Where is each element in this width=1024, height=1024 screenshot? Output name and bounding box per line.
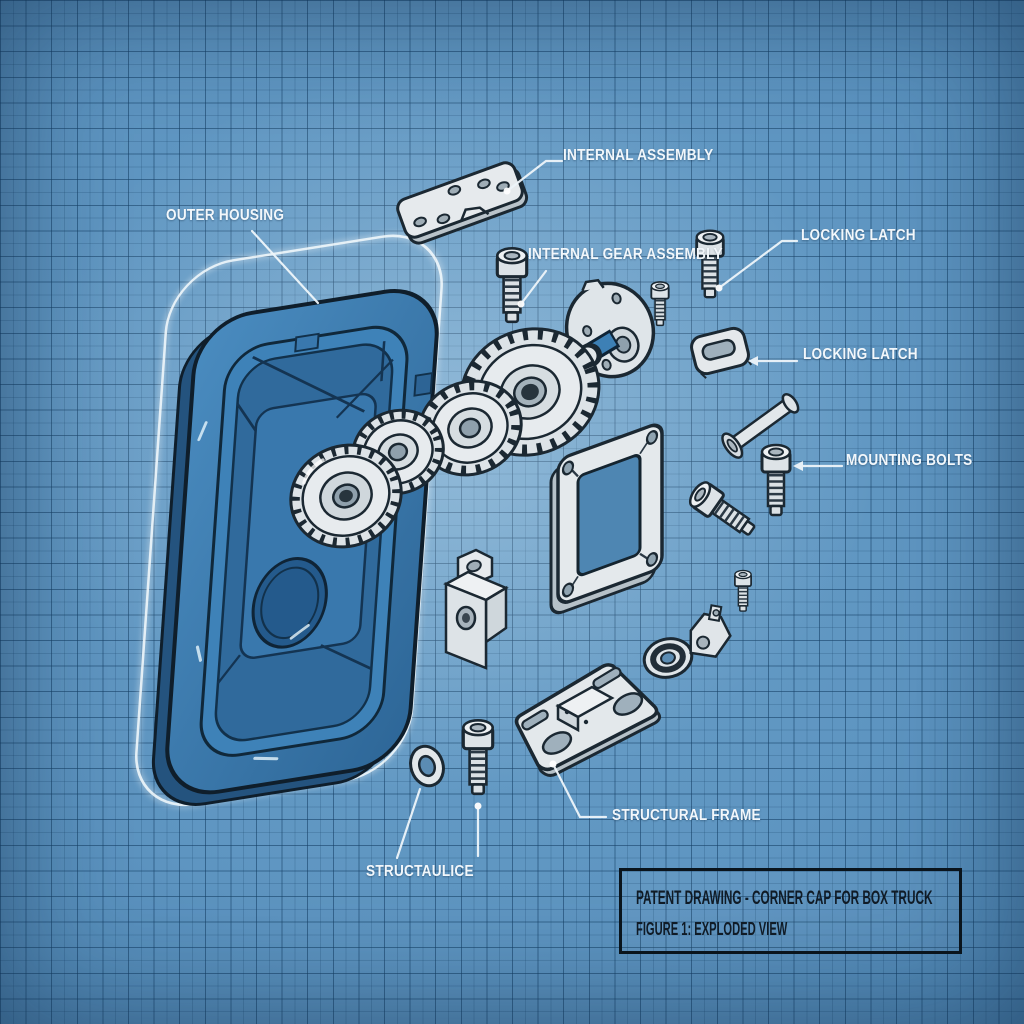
leader-outer-housing <box>250 229 320 305</box>
label-locking-latch-top: LOCKING LATCH <box>801 227 916 244</box>
mounting-bracket-part <box>514 663 662 777</box>
internal-assembly-plate-part <box>396 161 529 245</box>
leader-locking-latch-top <box>717 239 799 290</box>
leader-lines <box>250 159 844 860</box>
bolt-diagonal <box>686 479 759 542</box>
bolt-bottom <box>463 720 492 794</box>
gear-front-part <box>289 443 403 549</box>
latch-plate-part <box>690 326 753 379</box>
clamp-part <box>689 604 732 658</box>
leader-structural-frame <box>551 762 608 819</box>
screw-small-top <box>651 282 668 325</box>
leader-internal-gear-assembly <box>519 269 548 306</box>
frame-gasket-part <box>549 423 664 615</box>
label-outer-housing: OUTER HOUSING <box>166 207 285 224</box>
leader-internal-assembly <box>505 159 564 193</box>
title-block: PATENT DRAWING - CORNER CAP FOR BOX TRUC… <box>619 868 962 954</box>
lock-body-part <box>443 548 509 670</box>
washer-part <box>409 744 445 788</box>
title-block-line-2: FIGURE 1: EXPLODED VIEW <box>636 919 788 939</box>
mounting-bolt <box>762 445 790 515</box>
bearing-part <box>642 637 694 679</box>
label-internal-gear-assembly: INTERNAL GEAR ASSEMBLY <box>528 246 723 263</box>
bolt-under-gear-label <box>497 248 526 322</box>
leader-washer <box>395 787 422 860</box>
set-screw <box>735 570 751 611</box>
label-mounting-bolts: MOUNTING BOLTS <box>846 452 973 469</box>
gear-wide-part <box>417 379 523 477</box>
label-internal-assembly: INTERNAL ASSEMBLY <box>563 147 714 164</box>
label-locking-latch-mid: LOCKING LATCH <box>803 346 918 363</box>
label-structural-splice: STRUCTAULICE <box>366 863 474 880</box>
outer-housing-part <box>151 288 439 806</box>
axle-pin-part <box>721 392 800 459</box>
label-structural-frame: STRUCTURAL FRAME <box>612 807 761 824</box>
title-block-line-1: PATENT DRAWING - CORNER CAP FOR BOX TRUC… <box>636 888 933 909</box>
